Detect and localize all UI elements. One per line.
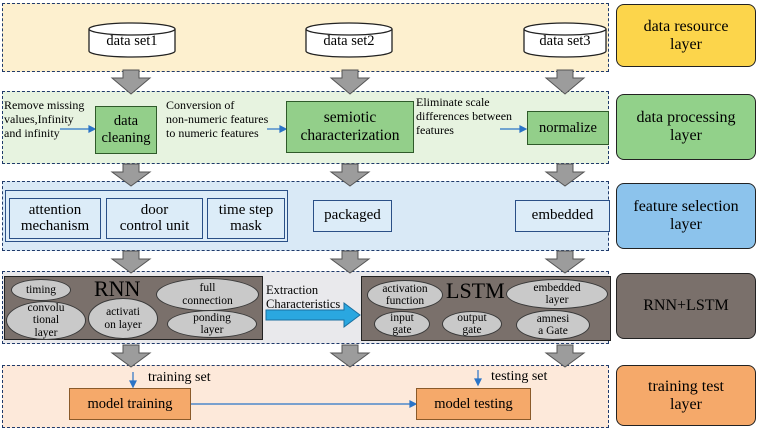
convolutional-layer-ellipse: convolu tional layer [6, 301, 86, 340]
output-gate-line-1: output [457, 311, 487, 324]
input-gate-line-2: gate [392, 324, 412, 336]
conversion-line-1: Conversion of [166, 98, 235, 112]
conv-line-1: convolu [27, 302, 65, 315]
timestep-line-1: time step [218, 201, 274, 218]
model-layer-text: RNN+LSTM [643, 297, 729, 315]
activation-function-ellipse: activation function [367, 280, 443, 310]
conv-line-2: tional [32, 314, 60, 327]
emb-layer-line-2: layer [545, 294, 569, 306]
activation-line-2: on layer [104, 318, 142, 331]
data-processing-layer-text: data processing layer [636, 109, 736, 144]
testing-set-label: testing set [491, 369, 548, 384]
normalize-box: normalize [527, 111, 609, 145]
amnesia-gate-ellipse: amnesi a Gate [516, 310, 590, 340]
conversion-line-2: non-numeric features [166, 111, 269, 126]
door-control-unit-box: door control unit [106, 198, 203, 239]
dataset-2-label: data set2 [323, 33, 375, 49]
activation-layer-ellipse: activati on layer [88, 298, 158, 339]
semiotic-line-2: characterization [300, 127, 400, 144]
model-testing-box: model testing [416, 388, 531, 420]
extraction-line-1: Extraction [266, 283, 319, 297]
data-cleaning-box: data cleaning [95, 106, 157, 154]
data-resource-layer-text: data resource layer [643, 17, 729, 53]
data-processing-layer-label: data processing layer [616, 94, 756, 160]
extraction-arrow [265, 302, 361, 328]
model-training-box: model training [69, 388, 191, 420]
time-step-mask-box: time step mask [207, 198, 285, 239]
full-line-2: connection [182, 294, 233, 307]
remove-missing-note: Remove missing values,Infinity and infin… [4, 98, 85, 140]
dataset-3-label: data set3 [539, 33, 591, 49]
amnesia-line-2: a Gate [538, 325, 568, 337]
door-line-2: control unit [119, 217, 190, 234]
data-cleaning-line-1: data [113, 113, 139, 130]
training-set-label: training set [148, 370, 211, 385]
semiotic-characterization-box: semiotic characterization [286, 101, 414, 153]
output-gate-line-2: gate [462, 324, 482, 336]
packaged-label: packaged [324, 207, 381, 224]
remove-missing-line-3: and infinity [4, 125, 60, 140]
door-line-1: door [140, 201, 169, 218]
training-test-layer-label: training test layer [616, 365, 756, 426]
emb-layer-line-1: embedded [533, 281, 581, 294]
output-gate-ellipse: output gate [442, 311, 502, 337]
eliminate-line-1: Eliminate scale [416, 95, 490, 109]
feature-selection-layer-label: feature selection layer [616, 183, 756, 249]
input-gate-line-1: input [390, 311, 414, 324]
conversion-note: Conversion of non-numeric features to nu… [166, 98, 269, 140]
lstm-title: LSTM [446, 278, 505, 303]
remove-missing-line-1: Remove missing [4, 98, 85, 112]
eliminate-scale-note: Eliminate scale differences between feat… [416, 95, 513, 137]
attention-mechanism-box: attention mechanism [9, 198, 101, 239]
model-testing-label: model testing [434, 395, 513, 412]
feature-selection-layer-text: feature selection layer [633, 198, 739, 233]
extraction-label: Extraction Characteristics [266, 283, 340, 312]
data-resource-layer-label: data resource layer [616, 4, 756, 67]
model-training-label: model training [87, 395, 173, 412]
act-func-line-2: function [385, 295, 425, 307]
timing-label: timing [25, 283, 57, 296]
activation-line-1: activati [106, 306, 140, 319]
timestep-line-2: mask [230, 217, 262, 234]
dataset-1-label: data set1 [106, 33, 158, 49]
conv-line-3: layer [34, 326, 58, 339]
remove-missing-line-2: values,Infinity [4, 111, 74, 126]
gray-arrows [110, 69, 586, 368]
dataset-2-cylinder: data set2 [305, 22, 393, 58]
attention-line-1: attention [28, 201, 82, 218]
input-gate-ellipse: input gate [374, 311, 430, 337]
packaged-box: packaged [313, 200, 392, 232]
dataset-3-cylinder: data set3 [523, 22, 611, 58]
semiotic-line-1: semiotic [323, 109, 377, 127]
extraction-line-2: Characteristics [266, 297, 341, 312]
eliminate-line-2: differences between [416, 108, 513, 123]
normalize-label: normalize [539, 119, 597, 136]
data-cleaning-line-2: cleaning [101, 130, 151, 146]
embedded-layer-ellipse: embedded layer [506, 279, 608, 309]
ponding-line-1: ponding [193, 311, 231, 324]
embedded-label: embedded [531, 207, 594, 224]
act-func-line-1: activation [382, 282, 428, 295]
training-test-layer-text: training test layer [648, 377, 724, 413]
embedded-box: embedded [515, 200, 610, 232]
attention-line-2: mechanism [20, 217, 90, 234]
amnesia-line-1: amnesi [536, 312, 570, 325]
ponding-layer-ellipse: ponding layer [167, 310, 257, 338]
rnn-title: RNN [94, 276, 141, 301]
model-layer-label: RNN+LSTM [616, 273, 756, 339]
ponding-line-2: layer [200, 324, 224, 336]
full-connection-ellipse: full connection [156, 278, 259, 311]
full-line-1: full [199, 282, 216, 295]
timing-ellipse: timing [11, 279, 71, 301]
dataset-1-cylinder: data set1 [88, 22, 176, 58]
conversion-line-3: to numeric features [166, 125, 259, 140]
eliminate-line-3: features [416, 122, 454, 137]
